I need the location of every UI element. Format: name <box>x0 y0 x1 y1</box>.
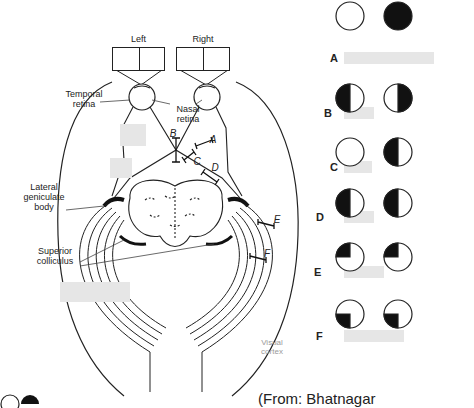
field-defect <box>21 395 39 404</box>
defect-letter: A <box>330 52 342 64</box>
field-defect <box>336 314 350 328</box>
leader-nasal <box>152 100 202 104</box>
field-defect <box>398 84 412 112</box>
blurred-patch <box>344 330 404 342</box>
field-defect <box>384 243 398 257</box>
lesion-markers <box>172 137 274 263</box>
field-circle <box>336 2 364 30</box>
lesion-letter: B <box>168 128 178 139</box>
blurred-patch <box>110 158 132 178</box>
field-circle <box>384 138 412 166</box>
field-divider <box>139 48 140 70</box>
structure-label: Lateral geniculate body <box>20 182 68 212</box>
structure-label: Nasal retina <box>168 104 208 124</box>
field-circle <box>384 2 412 30</box>
field-defect <box>384 314 398 328</box>
leader-lgb <box>66 206 104 210</box>
lesion-f <box>250 253 266 263</box>
colliculus-band <box>120 236 232 244</box>
field-circle <box>384 300 412 328</box>
structure-label: Superior colliculus <box>28 246 82 266</box>
field-circle <box>336 300 364 328</box>
right-temporal-fibre <box>216 107 242 196</box>
field-circle <box>384 189 412 217</box>
geniculate-bodies <box>104 199 248 244</box>
field-defect <box>384 138 398 166</box>
blurred-patch <box>60 282 130 302</box>
eye-lens <box>134 86 215 88</box>
lesion-e <box>258 219 274 229</box>
calcarine-edge <box>150 352 202 392</box>
defect-letter: C <box>330 161 342 173</box>
field-defect-circles <box>336 2 412 328</box>
right-radiation <box>186 204 272 352</box>
field-heading: Left <box>103 34 174 44</box>
visual-field-box: Left <box>112 47 165 71</box>
midbrain <box>129 180 223 246</box>
blurred-patch <box>120 124 146 146</box>
defect-letter: B <box>324 107 336 119</box>
left-radiation <box>80 204 166 352</box>
structure-label: Visual cortex <box>252 338 292 356</box>
defect-letter: D <box>316 211 328 223</box>
left-temporal-fibre <box>112 107 133 196</box>
leader-lines <box>66 100 214 266</box>
field-circle <box>384 84 412 112</box>
field-divider <box>203 48 204 70</box>
field-defect <box>384 189 398 217</box>
eyes <box>129 84 220 110</box>
defect-letter: E <box>314 266 326 278</box>
midbrain-texture <box>145 188 200 240</box>
field-circle <box>1 395 19 408</box>
field-defect <box>336 84 350 112</box>
structure-label: Temporal retina <box>62 89 106 109</box>
lesion-letter: A <box>208 134 218 145</box>
field-circle <box>336 243 364 271</box>
field-circle <box>336 189 364 217</box>
lesion-b <box>172 138 180 162</box>
field-circle <box>384 243 412 271</box>
source-caption: (From: Bhatnagar <box>258 390 376 407</box>
corner-symbol <box>1 395 39 408</box>
defect-letter: F <box>316 330 328 342</box>
leader-colliculus <box>80 240 214 266</box>
obscured-labels <box>60 52 434 342</box>
field-circle <box>336 138 364 166</box>
field-heading: Right <box>167 34 239 44</box>
left-eye <box>129 84 155 110</box>
lesion-letter: C <box>192 156 202 167</box>
field-circle <box>336 84 364 112</box>
lesion-letter: E <box>272 214 282 225</box>
field-defect <box>336 189 350 217</box>
midbrain-outline <box>129 180 223 246</box>
lesion-letter: F <box>262 248 272 259</box>
leader-temporal <box>100 100 130 102</box>
lesion-letter: D <box>210 162 220 173</box>
blurred-patch <box>344 52 434 64</box>
brain-contour <box>58 82 298 396</box>
field-defect <box>336 243 350 257</box>
visual-field-box: Right <box>176 47 230 71</box>
brain-outline <box>58 82 298 396</box>
